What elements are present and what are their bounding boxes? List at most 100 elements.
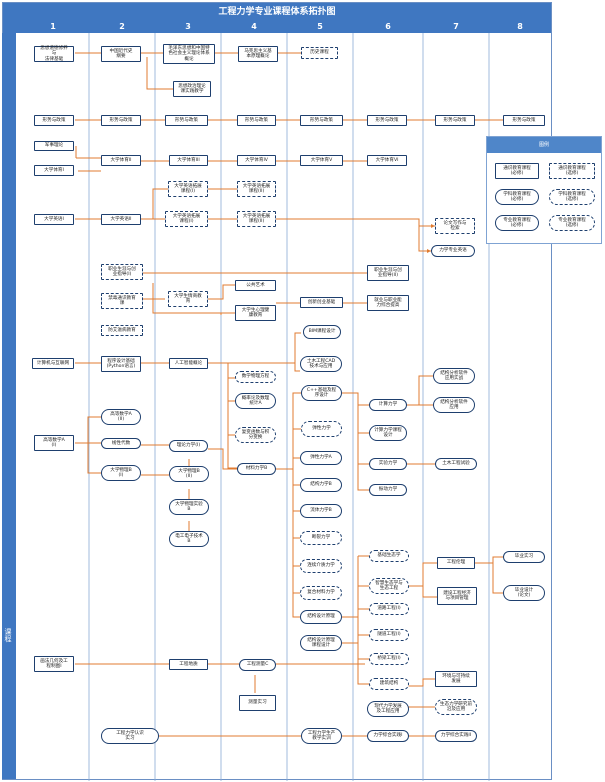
course-node[interactable]: 大学物理B (II) — [169, 466, 209, 482]
course-node[interactable]: 禁毒通识教育 课 — [101, 293, 143, 309]
course-node[interactable]: 基础生态学 — [369, 550, 409, 562]
semester-header-2: 2 — [119, 22, 125, 31]
course-node[interactable]: 军事理论 — [34, 141, 74, 151]
course-node[interactable]: 结构分析软件 应用 — [433, 397, 475, 413]
course-node[interactable]: 大学英语II — [101, 214, 141, 225]
course-node[interactable]: 概率论及数理 统计A — [235, 393, 276, 409]
course-node[interactable]: 大学体育II — [101, 155, 141, 166]
semester-header-5: 5 — [317, 22, 323, 31]
course-node[interactable]: 工程力学认识 实习 — [101, 728, 159, 744]
course-node[interactable]: 桥梁工程(I) — [369, 653, 409, 665]
course-node[interactable]: 线性代数 — [101, 438, 141, 449]
course-node[interactable]: 大学英语I — [34, 214, 74, 225]
course-node[interactable]: 大学英语拓展 课程(I) — [168, 181, 208, 197]
course-node[interactable]: 材料力学B — [237, 463, 276, 475]
course-node[interactable]: 计算力学 — [369, 399, 407, 411]
course-node[interactable]: 力学综合实践I — [367, 730, 409, 742]
course-node[interactable]: 思想政治理论 课实践教学 — [173, 81, 211, 97]
course-node[interactable]: 形势与政策 — [300, 115, 343, 126]
course-node[interactable]: 振动力学 — [369, 484, 407, 496]
course-node[interactable]: 形势与政策 — [34, 115, 74, 126]
course-node[interactable]: 防艾滋病教育 — [101, 325, 143, 336]
course-node[interactable]: 大学体育III — [169, 155, 208, 166]
course-node[interactable]: 创新创业基础 — [300, 297, 343, 308]
course-node[interactable]: 就业与职业能 力综合提高 — [367, 295, 409, 311]
course-node[interactable]: 大学英语拓展 课程(II) — [237, 181, 276, 197]
course-node[interactable]: 工程地质 — [169, 659, 208, 670]
course-node[interactable]: 结构设计原理 — [300, 610, 342, 624]
course-node[interactable]: 形势与政策 — [101, 115, 141, 126]
course-node[interactable]: 工程力学生产 教学实训 — [301, 728, 342, 744]
course-node[interactable]: 大学体育I — [34, 165, 74, 176]
course-node[interactable]: 工程伦理 — [437, 557, 475, 569]
side-label: 课程 — [4, 628, 12, 642]
course-node[interactable]: 弹性力学 — [301, 421, 342, 437]
semester-header-3: 3 — [185, 22, 191, 31]
course-node[interactable]: 历史课程 — [301, 47, 338, 59]
course-node[interactable]: 结构设计原理 课程设计 — [300, 635, 342, 651]
course-node[interactable]: 高等数学A (I) — [34, 435, 74, 451]
course-node[interactable]: 大学英语拓展 课程(II) — [237, 211, 276, 227]
course-node[interactable]: 数学物理方程 — [235, 371, 276, 383]
course-node[interactable]: 形势与政策 — [435, 115, 475, 126]
course-node[interactable]: 中国近代史 纲要 — [101, 46, 141, 62]
course-node[interactable]: 环境与可持续 发展 — [435, 671, 477, 687]
course-node[interactable]: 形势与政策 — [237, 115, 276, 126]
course-node[interactable]: 大学生情商教 育 — [168, 291, 208, 307]
course-node[interactable]: 思想道德修养 与 法律基础 — [34, 46, 74, 62]
course-node[interactable]: 计算机与互联网 — [32, 358, 74, 369]
semester-header-7: 7 — [453, 22, 459, 31]
legend-item: 通识教育课程 (选修) — [549, 163, 595, 179]
course-node[interactable]: 工程测量C — [239, 659, 276, 671]
legend-item: 专业教育课程 (必修) — [495, 215, 539, 231]
course-node[interactable]: 形势与政策 — [367, 115, 407, 126]
course-node[interactable]: 建筑结构 — [369, 678, 409, 690]
course-node[interactable]: 公共艺术 — [235, 280, 276, 291]
course-node[interactable]: 大学体育VI — [367, 155, 407, 166]
course-node[interactable]: 毕业设计 (论文) — [503, 585, 545, 601]
course-node[interactable]: 大学物理实验 B — [169, 499, 209, 515]
course-node[interactable]: 现代力学发展 及工程应用 — [367, 701, 409, 717]
course-node[interactable]: 大学生心理健 康教育 — [235, 305, 276, 321]
course-node[interactable]: 弹性力学A — [300, 451, 342, 465]
course-node[interactable]: 力学综合实践II — [435, 730, 477, 742]
course-node[interactable]: 理论力学(I) — [169, 440, 208, 452]
course-node[interactable]: 画法几何及工 程制图I — [34, 656, 74, 672]
course-node[interactable]: 形势与政策 — [503, 115, 545, 126]
course-node[interactable]: 职业生涯与创 业指导(II) — [367, 265, 409, 281]
course-node[interactable]: 人工智能概论 — [169, 358, 208, 369]
course-node[interactable]: 流体力学B — [300, 504, 342, 518]
course-node[interactable]: 断裂力学 — [300, 531, 342, 545]
course-node[interactable]: 道路工程(I) — [369, 603, 409, 615]
course-node[interactable]: 论文写作与 检索 — [435, 218, 475, 234]
course-node[interactable]: 隧道工程(I) — [369, 629, 409, 641]
course-node[interactable]: 大学体育V — [300, 155, 343, 166]
course-node[interactable]: 毕业实习 — [503, 551, 545, 563]
course-node[interactable]: 土木工程试验 — [435, 458, 477, 470]
course-node[interactable]: 测量实习 — [239, 695, 276, 711]
course-node[interactable]: 实验力学 — [369, 458, 407, 470]
course-node[interactable]: 职业生涯与创 业指导(I) — [101, 264, 143, 280]
course-node[interactable]: BIM课程设计 — [303, 325, 341, 339]
course-node[interactable]: 建设工程经济 与项目管理 — [437, 587, 477, 605]
course-node[interactable]: 复变函数与积 分变换 — [235, 427, 276, 443]
course-node[interactable]: 生态力学研究前 沿及应用 — [435, 699, 477, 715]
course-node[interactable]: 计算力学课程 设计 — [369, 425, 407, 441]
course-node[interactable]: 结构分析软件 应用实战 — [433, 368, 475, 384]
course-node[interactable]: 电工电子技术 B — [169, 531, 209, 547]
course-node[interactable]: 土木工程CAD 技术与应用 — [300, 356, 342, 372]
course-node[interactable]: 大学物理B (I) — [101, 465, 141, 481]
course-node[interactable]: 形势与政策 — [165, 115, 208, 126]
course-node[interactable]: 高等数学A (II) — [101, 409, 141, 425]
course-node[interactable]: 马克思主义基 本原理概论 — [238, 46, 278, 62]
course-node[interactable]: 结构力学B — [300, 478, 342, 492]
course-node[interactable]: 程序设计基础 (Python语言) — [101, 356, 141, 372]
course-node[interactable]: 连续介质力学 — [300, 559, 342, 573]
course-node[interactable]: 力学专业英语 — [431, 245, 475, 257]
course-node[interactable]: 大学英语拓展 课程(I) — [165, 211, 208, 227]
course-node[interactable]: 毛泽东思想和中国特 色社会主义理论体系 概论 — [163, 44, 215, 64]
course-node[interactable]: C++基础及程 序设计 — [301, 385, 342, 401]
course-node[interactable]: 大学体育IV — [237, 155, 276, 166]
course-node[interactable]: 智慧生态学与 生态工程 — [369, 578, 409, 594]
course-node[interactable]: 复合材料力学 — [300, 586, 342, 600]
